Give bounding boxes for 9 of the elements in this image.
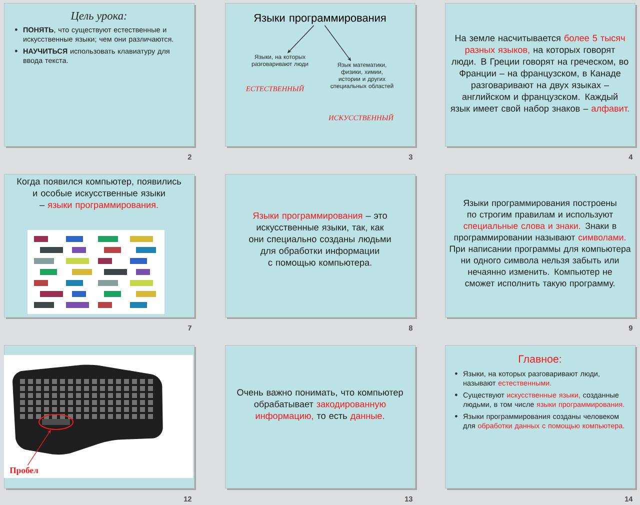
slide: Очень важно понимать, что компьютер обрабатывает закодированную информацию, то есть данные.	[225, 345, 417, 490]
callout-label: Пробел	[10, 466, 38, 475]
highlight-ellipse	[38, 414, 74, 430]
slide: На земле насчитывается более 5 тысяч разных языков, на которых говорят люди. В Греции говорят на греческом, во Франции – на французском, в Канаде разговаривают на двух языках – английском и французском. Каждый язык имеет свой набор знаков – алфавит.	[445, 3, 637, 148]
slide-text: Языки программирования	[254, 14, 386, 24]
slide: Языки программирования – это искусственные языки, так, как они специально созданы людьми для обработки информации с помощью компьютера.	[225, 174, 417, 319]
keyboard-drawing	[12, 364, 163, 455]
word-cloud-drawing	[28, 230, 164, 314]
slide: Языки программирования построены по строгим правилам и используют специальные слова и знаки. Знаки в программировании называют символами. При написании программы для компьютера ни одного символа нельзя забыть или нечаянно изменить. Компьютер не сможет исполнить такую программу.	[445, 174, 637, 319]
